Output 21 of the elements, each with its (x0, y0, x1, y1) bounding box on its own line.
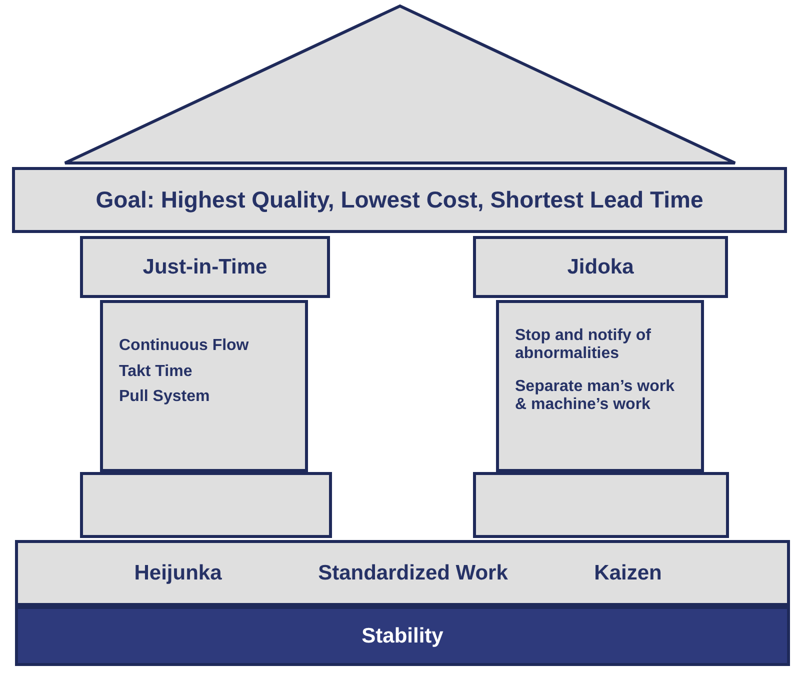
heading-text: Heijunka (133, 561, 223, 585)
capital-block (80, 236, 330, 298)
list-item-text: Takt Time (119, 362, 194, 380)
foundation-band (15, 540, 790, 606)
stability-band (15, 606, 790, 666)
heading-text: Stability (360, 624, 444, 648)
capital-block (473, 236, 728, 298)
base-block (80, 472, 332, 538)
list-item-text: Continuous Flow (119, 337, 250, 355)
list-item-text: Stop and notify of abnormalities (515, 327, 652, 362)
heading-text: Kaizen (593, 561, 663, 585)
heading-text: Goal: Highest Quality, Lowest Cost, Shortest Lead Time (94, 187, 704, 213)
heading-text: Jidoka (566, 255, 635, 279)
column (100, 300, 308, 472)
list-item-text: Pull System (119, 388, 211, 406)
column (496, 300, 704, 472)
beam-band (12, 167, 787, 233)
heading-text: Just-in-Time (142, 255, 268, 279)
list-item-text: Separate man’s work & machine’s work (515, 378, 676, 414)
heading-text: Standardized Work (317, 561, 509, 585)
base-block (473, 472, 729, 538)
